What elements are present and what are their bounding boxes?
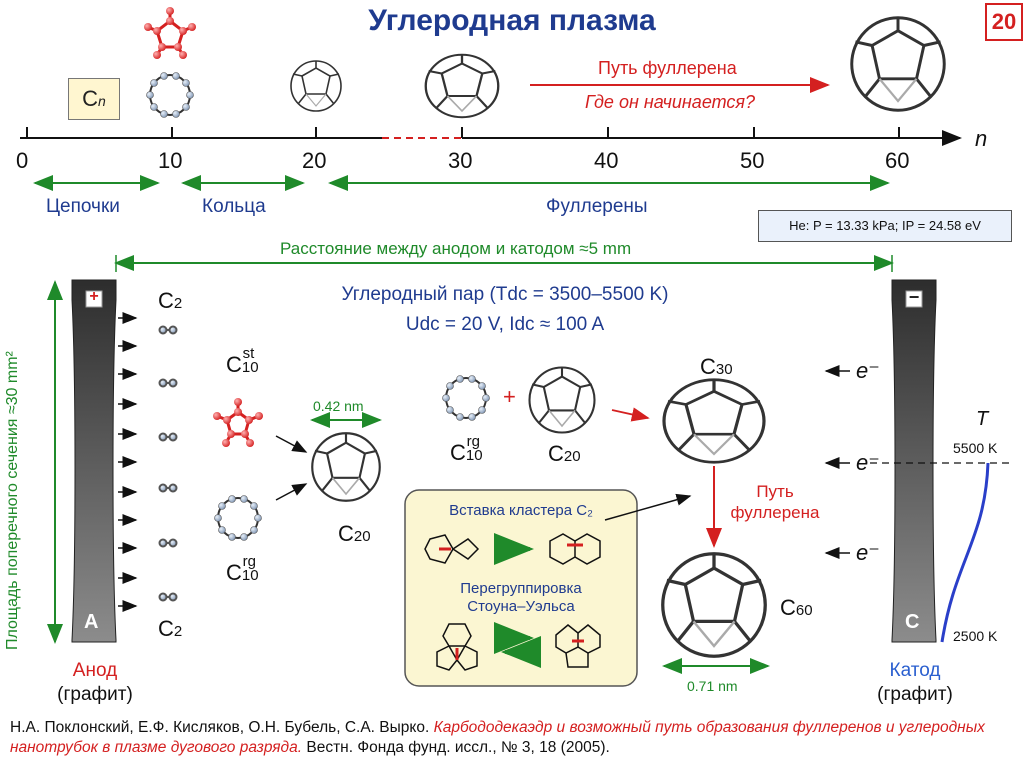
c10-rg-left-label: C10rg [226,553,259,585]
n-axis [20,127,962,146]
tick-40: 40 [594,148,619,173]
electron-2: e⁻ [856,450,880,475]
axis-variable: n [975,126,988,151]
vapor-line-2: Udc = 20 V, Idc ≈ 100 A [405,314,605,335]
c10-rg-right-label: C10rg [450,433,483,465]
page-number: 20 [985,3,1023,41]
c5-ring-icon [144,7,196,59]
range-chains: Цепочки [46,196,120,217]
fullerene-path-question: Где он начинается? [585,92,756,112]
cathode-letter: C [905,611,920,633]
c10-rg-left-icon [214,495,262,541]
c2-dimers [158,325,178,602]
tick-30: 30 [448,148,473,173]
cn-letter: C [82,86,99,111]
fullerene-path-label: Путь фуллерена [598,58,737,78]
anode-electrode [71,279,117,643]
c2-bottom-label: C2 [158,616,183,641]
range-fullerenes: Фуллерены [546,196,648,217]
vapor-line-1: Углеродный пар (Tdc = 3500–5500 K) [341,284,669,305]
tick-0: 0 [16,148,29,173]
c10-rg-right-icon [442,375,490,421]
footer-authors: Н.А. Поклонский, Е.Ф. Кисляков, О.Н. Буб… [10,719,430,736]
temperature-top: 5500 K [953,440,998,456]
anode-emission-arrows [118,312,138,612]
cross-section-label: Площадь поперечного сечения ≈30 mm² [4,351,21,650]
tick-60: 60 [885,148,910,173]
temperature-curve [940,462,990,643]
distance-label: Расстояние между анодом и катодом ≈5 mm [280,239,632,258]
anode-material: (графит) [57,684,133,705]
c20-right-icon [528,366,596,434]
electron-3: e⁻ [856,540,880,565]
anode-sign: + [89,288,99,305]
path-label-1: Путь [756,482,794,501]
plus-sign: + [503,384,516,409]
c20-right-label: C20 [548,441,581,466]
cathode-material: (графит) [877,684,953,705]
footer-citation: Н.А. Поклонский, Е.Ф. Кисляков, О.Н. Буб… [10,718,1014,758]
c20-left-icon [311,432,381,502]
cathode-electrode [891,279,937,643]
c20-size-label: 0.42 nm [313,398,364,414]
range-rings: Кольца [202,196,266,217]
c30-top-icon [424,53,500,119]
cn-subscript: n [98,93,106,109]
path-label-2: фуллерена [730,503,820,522]
cathode-sign: − [908,287,920,307]
mechanism-box [404,489,692,687]
conditions-box: He: P = 13.33 kPa; IP = 24.58 eV [758,210,1012,242]
c2-top-label: C2 [158,288,183,313]
tick-50: 50 [740,148,765,173]
c60-size-label: 0.71 nm [687,678,738,694]
c60-icon [661,552,767,658]
cn-label-box: Cn [68,78,120,120]
c10-st-icon [213,398,263,447]
c20-left-label: C20 [338,521,371,546]
c30-label: C30 [700,354,733,379]
c10-ring-top-icon [146,72,194,118]
footer-journal: Вестн. Фонда фунд. иссл., № 3, 18 (2005)… [306,739,610,756]
footer-paper-title: Карбододекаэдр и возможный путь образова… [10,719,985,756]
temperature-symbol: T [976,408,989,430]
temperature-bottom: 2500 K [953,628,998,644]
stone-wales-label-1: Перегруппировка [460,580,582,597]
c10-st-label: C10st [226,345,259,377]
page-title: Углеродная плазма [368,4,656,37]
stone-wales-label-2: Стоуна–Уэльса [467,598,575,615]
c20-top-icon [290,60,342,112]
tick-20: 20 [302,148,327,173]
c60-label: C60 [780,595,813,620]
c30-icon [662,378,766,464]
electron-1: e⁻ [856,358,880,383]
tick-10: 10 [158,148,183,173]
insertion-label: Вставка кластера C₂ [449,502,593,519]
anode-name: Анод [72,660,118,681]
cathode-name: Катод [889,660,941,681]
anode-letter: A [84,611,99,633]
